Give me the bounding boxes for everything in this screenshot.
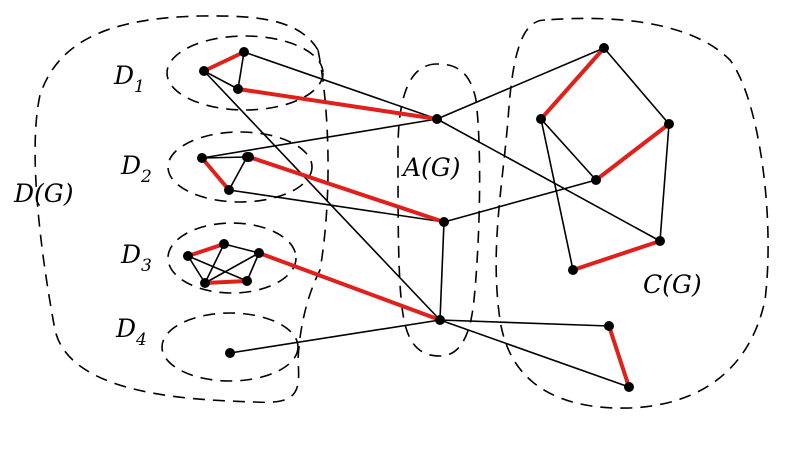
node-d2a [197, 153, 207, 163]
label-dg: D(G) [13, 179, 74, 208]
regions [34, 15, 769, 409]
node-d1a [199, 66, 209, 76]
edge-a3-c7 [439, 319, 610, 327]
region-d1 [166, 35, 324, 111]
node-d2d [244, 152, 254, 162]
edge-d3b-d3c [223, 243, 260, 254]
node-c6 [655, 236, 665, 246]
node-d4a [225, 348, 235, 358]
edge-c3-c4 [594, 122, 671, 182]
label-d4: D4 [115, 314, 147, 350]
node-c5 [568, 265, 578, 275]
node-a2 [439, 217, 449, 227]
edge-d1a-d1b [202, 50, 246, 73]
label-d2: D2 [120, 151, 152, 187]
labels: D1 D2 D3 D4 D(G) A(G) C(G) [13, 61, 702, 350]
edge-c7-c8 [607, 324, 631, 389]
region-ag [397, 63, 481, 357]
edge-d2a-a1 [201, 118, 438, 159]
node-c2 [536, 114, 546, 124]
label-d3: D3 [120, 240, 152, 276]
label-cg: C(G) [643, 270, 702, 299]
edge-a2-c4 [443, 179, 597, 223]
edge-d1c-a1 [236, 87, 439, 121]
edge-d3c-a3 [257, 251, 442, 322]
region-cg [495, 17, 769, 409]
edge-d2c-a2 [228, 189, 445, 223]
edge-c3-c6 [659, 123, 670, 242]
edge-a3-c8 [439, 319, 630, 388]
region-d3 [167, 222, 297, 294]
region-dg [34, 15, 329, 404]
region-d4 [161, 312, 299, 382]
node-c4 [591, 175, 601, 185]
edge-d3d-d3e [203, 279, 249, 285]
edge-c1-c3 [603, 47, 670, 125]
nodes [183, 43, 674, 392]
edge-d1a-d1c [203, 70, 239, 90]
node-d3c [254, 248, 264, 258]
edge-a1-c6 [436, 118, 661, 242]
node-c3 [664, 119, 674, 129]
edge-d3a-d3b [186, 242, 226, 258]
node-d2c [224, 185, 234, 195]
edge-d2a-d2b [201, 156, 248, 159]
edge-d4a-a3 [229, 319, 441, 354]
edge-d1a-a3 [203, 70, 441, 321]
edge-a1-c1 [436, 47, 605, 120]
node-d1b [239, 47, 249, 57]
node-c1 [599, 43, 609, 53]
edge-d1b-d1c [237, 51, 245, 90]
edge-d3a-d3d [187, 255, 248, 282]
edge-a2-a3 [439, 221, 445, 321]
edge-d3c-d3e [204, 252, 260, 284]
edge-c2-c4 [540, 118, 597, 181]
edge-c1-c2 [539, 46, 606, 121]
node-a3 [435, 315, 445, 325]
edge-d3b-d3e [204, 243, 225, 284]
node-d3e [200, 278, 210, 288]
node-c7 [604, 321, 614, 331]
edges [186, 46, 671, 389]
edge-d2a-d2c [200, 156, 231, 192]
node-d1c [233, 84, 243, 94]
node-a1 [432, 114, 442, 124]
label-d1: D1 [113, 61, 145, 97]
node-d3d [242, 276, 252, 286]
edge-d2b-d2c [228, 156, 248, 191]
edge-d1b-a1 [243, 51, 438, 120]
edge-c2-c5 [540, 118, 574, 271]
edge-d3c-d3d [246, 252, 260, 282]
edge-d2d-a2 [247, 155, 446, 224]
node-d3a [183, 251, 193, 261]
node-c8 [624, 382, 634, 392]
edge-d3a-d3e [187, 255, 206, 284]
region-d2 [167, 131, 313, 203]
label-ag: A(G) [401, 153, 461, 182]
node-d3b [219, 239, 229, 249]
edge-c5-c6 [571, 239, 662, 272]
